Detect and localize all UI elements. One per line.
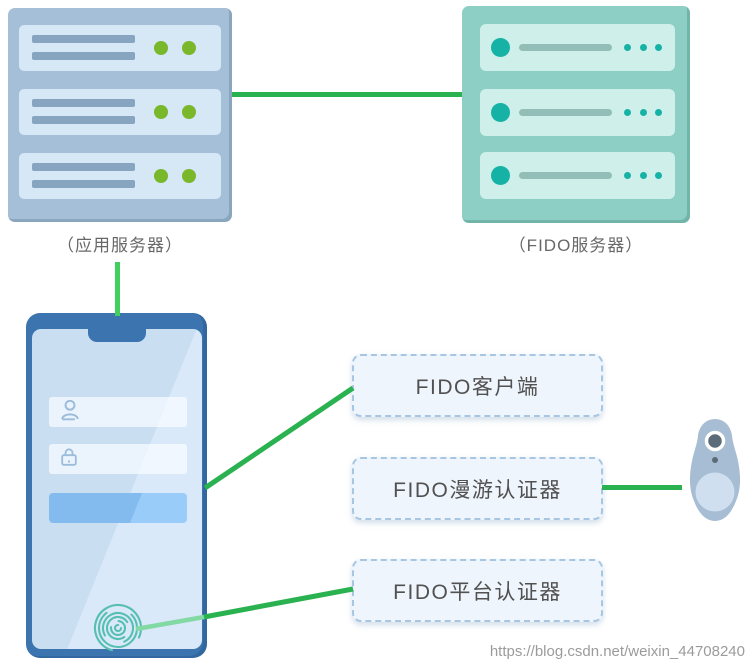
server-bar: [32, 180, 135, 188]
connector-phone-to-fido-client: [203, 385, 355, 491]
server-led: [655, 44, 662, 51]
server-led: [154, 169, 168, 183]
server-bar: [32, 163, 135, 171]
server-led: [640, 172, 647, 179]
app-server-icon: [8, 8, 232, 222]
server-led: [182, 105, 196, 119]
server-led: [491, 103, 510, 122]
login-button[interactable]: [49, 493, 187, 523]
server-led: [624, 44, 631, 51]
usb-security-key-icon: [686, 417, 744, 523]
node-label: FIDO平台认证器: [393, 580, 562, 604]
server-bar: [32, 116, 135, 124]
server-led: [154, 105, 168, 119]
node-label: FIDO漫游认证器: [393, 478, 562, 502]
node-label: FIDO客户端: [415, 375, 540, 399]
connector-fingerprint-to-platform-authenticator: [203, 586, 354, 620]
phone-screen: [32, 329, 202, 649]
server-bar: [32, 35, 135, 43]
username-field[interactable]: [49, 397, 187, 427]
node-fido-roaming-authenticator: FIDO漫游认证器: [352, 457, 603, 520]
server-led: [624, 109, 631, 116]
server-led: [182, 41, 196, 55]
server-slot: [19, 153, 221, 199]
node-fido-platform-authenticator: FIDO平台认证器: [352, 559, 603, 622]
fingerprint-icon[interactable]: [92, 602, 144, 654]
server-slot: [480, 89, 675, 136]
password-field[interactable]: [49, 444, 187, 474]
server-slot: [480, 24, 675, 71]
server-led: [154, 41, 168, 55]
server-led: [655, 172, 662, 179]
server-led: [640, 109, 647, 116]
node-fido-client: FIDO客户端: [352, 354, 603, 417]
server-bar: [519, 172, 612, 179]
phone-notch: [88, 329, 146, 342]
server-led: [655, 109, 662, 116]
app-server-label: （应用服务器）: [57, 236, 183, 255]
server-slot: [480, 152, 675, 199]
server-led: [624, 172, 631, 179]
user-icon: [57, 397, 83, 428]
server-led: [640, 44, 647, 51]
fido-server-icon: [462, 6, 690, 223]
server-led: [491, 166, 510, 185]
smartphone: [26, 313, 207, 658]
server-slot: [19, 89, 221, 135]
server-bar: [32, 52, 135, 60]
watermark-url: https://blog.csdn.net/weixin_44708240: [489, 643, 745, 660]
server-led: [491, 38, 510, 57]
fido-server-label: （FIDO服务器）: [508, 236, 644, 255]
server-bar: [519, 109, 612, 116]
server-bar: [519, 44, 612, 51]
server-bar: [32, 99, 135, 107]
server-slot: [19, 25, 221, 71]
lock-icon: [57, 445, 81, 474]
server-led: [182, 169, 196, 183]
